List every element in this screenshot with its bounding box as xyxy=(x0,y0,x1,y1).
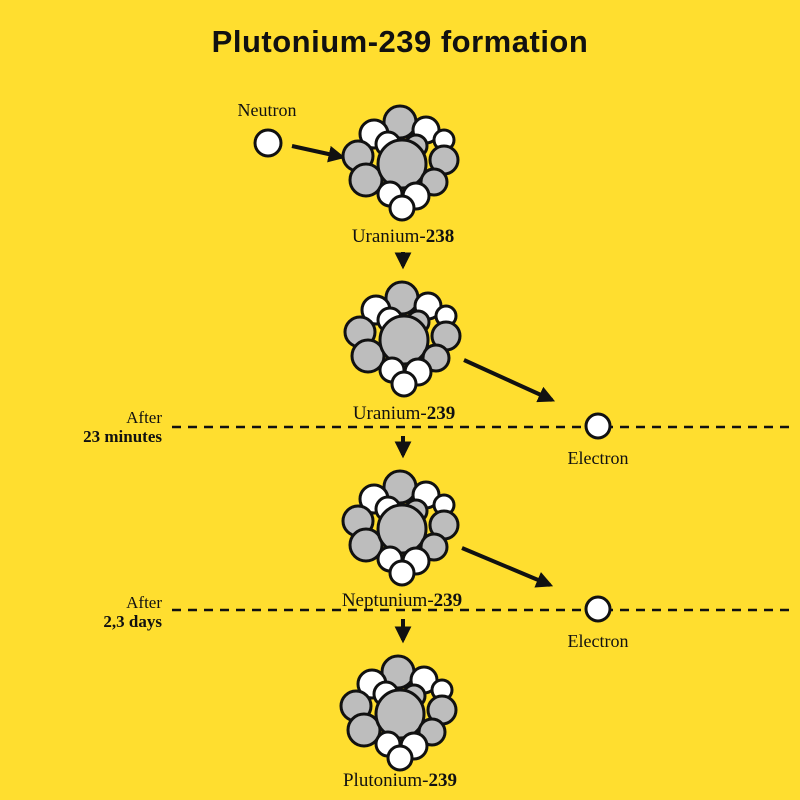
timeline-prefix: After xyxy=(126,593,162,612)
stage-label-plutonium-239: Plutonium-239 xyxy=(250,770,550,792)
electron-particle-2 xyxy=(584,595,612,623)
stage-label-neptunium-239: Neptunium-239 xyxy=(252,590,552,612)
uranium-239-nucleus xyxy=(343,280,462,398)
timeline-label-1: After 23 minutes xyxy=(20,408,162,446)
timeline-prefix: After xyxy=(126,408,162,427)
neutron-label: Neutron xyxy=(237,100,297,120)
stage-name: Uranium- xyxy=(351,226,426,247)
stage-name: Neptunium- xyxy=(341,590,434,611)
uranium-238-nucleus xyxy=(341,104,460,222)
timeline-label-2: After 2,3 days xyxy=(20,593,162,631)
beta-arrow-2 xyxy=(461,546,554,588)
stage-mass: 239 xyxy=(426,403,456,424)
stage-mass: 239 xyxy=(433,590,463,611)
timeline-duration: 23 minutes xyxy=(83,427,162,446)
stage-mass: 238 xyxy=(425,226,455,247)
neutron-arrow xyxy=(291,144,346,163)
stage-label-uranium-238: Uranium-238 xyxy=(253,226,553,248)
stage-name: Uranium- xyxy=(352,403,427,424)
stage-label-uranium-239: Uranium-239 xyxy=(254,403,554,425)
beta-arrow-1 xyxy=(463,358,556,403)
electron-label-2: Electron xyxy=(567,631,629,651)
diagram-title: Plutonium-239 formation xyxy=(211,24,589,59)
stage-mass: 239 xyxy=(428,770,458,791)
timeline-duration: 2,3 days xyxy=(103,612,162,631)
neutron-particle xyxy=(253,128,283,158)
electron-label-1: Electron xyxy=(567,448,629,468)
neptunium-239-nucleus xyxy=(341,469,460,587)
plutonium-239-nucleus xyxy=(339,654,458,772)
stage-name: Plutonium- xyxy=(342,770,429,791)
electron-particle-1 xyxy=(584,412,612,440)
